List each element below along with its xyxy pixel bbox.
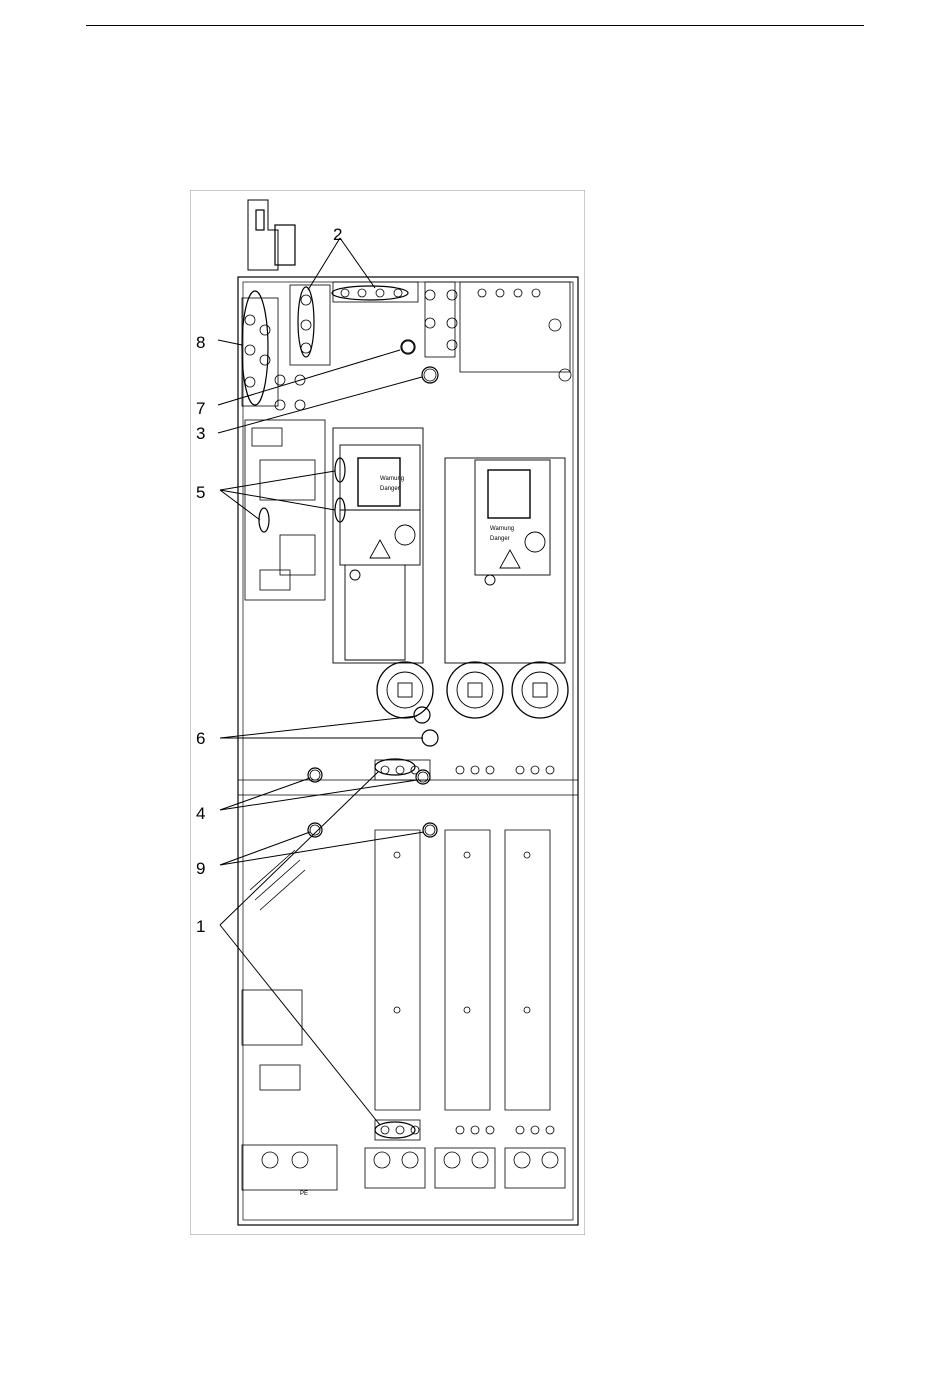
callout-5: 5 bbox=[196, 483, 205, 502]
callout-1: 1 bbox=[196, 917, 205, 936]
callout-4: 4 bbox=[196, 804, 205, 823]
callout-3: 3 bbox=[196, 424, 205, 443]
callout-7: 7 bbox=[196, 399, 205, 418]
callout-8: 8 bbox=[196, 333, 205, 352]
cabinet-drawing-svg: Warnung Danger Warnung Danger PE 2 8 7 3… bbox=[190, 190, 585, 1235]
warning-label-right-line2: Danger bbox=[490, 536, 510, 542]
warning-label-left-line2: Danger bbox=[380, 486, 400, 492]
warning-label-right-line1: Warnung bbox=[490, 526, 514, 532]
callout-6: 6 bbox=[196, 729, 205, 748]
callout-9: 9 bbox=[196, 859, 205, 878]
cabinet-drawing: Warnung Danger Warnung Danger PE 2 8 7 3… bbox=[190, 190, 585, 1235]
callout-2: 2 bbox=[333, 225, 342, 244]
header-rule bbox=[86, 25, 864, 26]
warning-label-left-line1: Warnung bbox=[380, 476, 404, 482]
pe-label: PE bbox=[300, 1191, 308, 1197]
